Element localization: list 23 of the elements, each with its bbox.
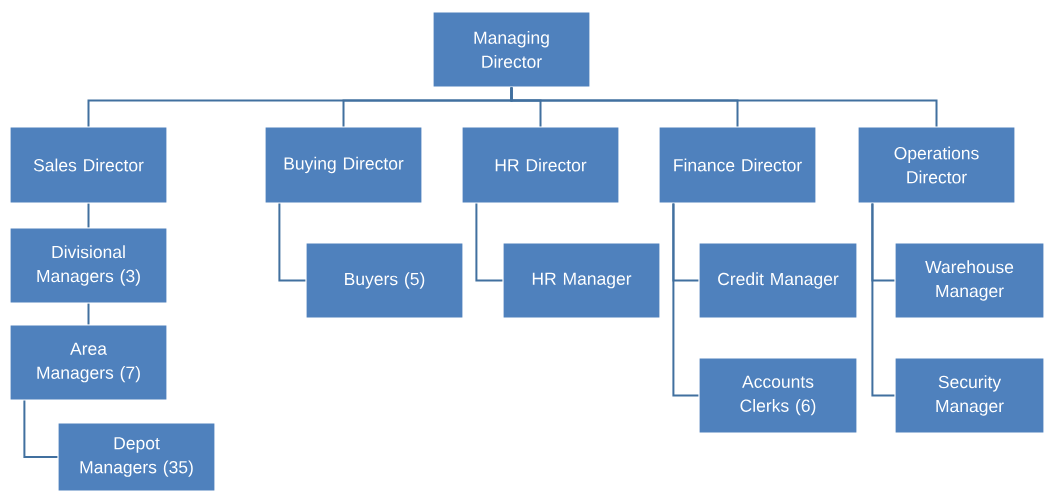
org-box: Credit Manager [698,242,858,319]
org-box: Buyers (5) [305,242,464,319]
org-box: Accounts Clerks (6) [698,357,858,434]
org-box: Depot Managers (35) [57,422,216,492]
org-box: Warehouse Manager [894,242,1045,319]
connector-line [87,302,90,326]
org-box: Divisional Managers (3) [9,227,168,304]
org-box: Buying Director [264,126,423,204]
connector-line [475,202,504,282]
org-box: Operations Director [857,126,1016,204]
org-box: Finance Director [658,126,817,204]
connector-line [510,86,938,128]
org-box: Managing Director [432,11,591,88]
org-box: HR Director [461,126,620,204]
connector-line [672,202,700,397]
connector-line [278,202,307,282]
org-box: HR Manager [502,242,661,319]
org-box: Sales Director [9,126,168,204]
connector-line [871,202,896,397]
org-box: Security Manager [894,357,1045,434]
connector-line [23,399,59,458]
connector-line [87,202,90,229]
org-box: Area Managers (7) [9,324,168,401]
